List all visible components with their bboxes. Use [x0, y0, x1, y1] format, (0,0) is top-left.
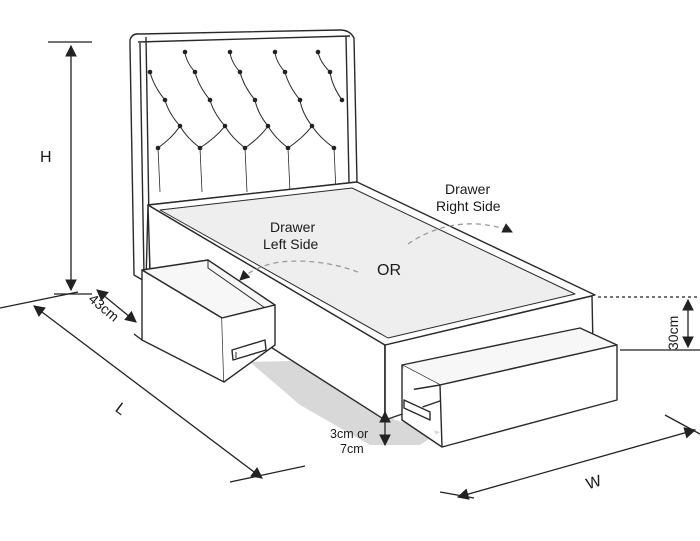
drawer-right-label-line2: Right Side: [436, 198, 501, 214]
clearance-label-line1: 3cm or: [330, 427, 368, 441]
side-height-dimension: [598, 296, 700, 351]
drawer-left-label-line1: Drawer: [270, 219, 315, 235]
length-dimension: [0, 291, 306, 483]
width-dimension: [439, 414, 700, 500]
mattress-top: [147, 181, 596, 346]
right-drawer-handle-icon: [403, 399, 431, 421]
diamond-tufting-icon: [147, 49, 345, 193]
height-label: H: [40, 149, 52, 166]
drawer-depth-dimension: [96, 289, 143, 341]
drawer-left-label-line2: Left Side: [263, 236, 318, 252]
height-dimension: [48, 41, 92, 295]
clearance-label-line2: 7cm: [340, 442, 364, 456]
or-label: OR: [377, 262, 401, 279]
length-label: L: [112, 400, 129, 419]
drawer-right: [401, 327, 618, 448]
drawer-option-arcs: [239, 223, 513, 281]
drawer-right-label-line1: Drawer: [445, 181, 490, 197]
side-height-label: 30cm: [665, 316, 681, 350]
width-label: W: [584, 472, 604, 493]
